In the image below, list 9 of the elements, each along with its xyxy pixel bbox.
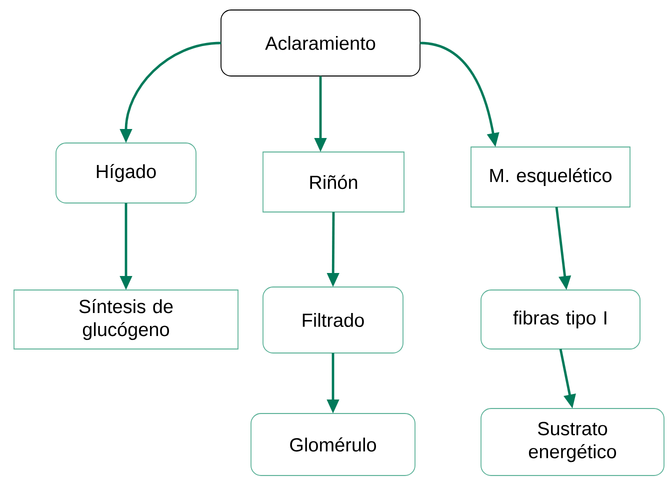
rounded-box: Glomérulo [250, 413, 416, 476]
rounded-box: Filtrado [262, 286, 404, 354]
process-box: Síntesis de glucógeno [14, 290, 238, 350]
process-box: Riñón [262, 152, 404, 212]
process-box: M. esquelético [470, 146, 630, 208]
rounded-box: Hígado [56, 142, 196, 204]
rounded-box: Sustrato energético [480, 408, 664, 476]
rounded-box: Aclaramiento [220, 10, 420, 76]
rounded-box: fibras tipo I [480, 290, 640, 350]
